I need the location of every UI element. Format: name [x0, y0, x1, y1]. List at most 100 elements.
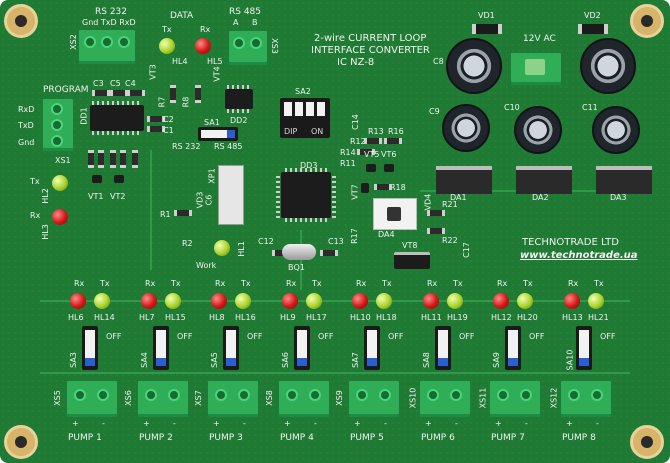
terminal-screw: [497, 389, 509, 401]
power-connector[interactable]: [510, 52, 562, 86]
transistor-vt6: [384, 164, 394, 172]
channel-tx-led: [447, 293, 463, 309]
channel-switch[interactable]: [576, 326, 592, 370]
channel-terminal[interactable]: [489, 380, 541, 418]
hl1-label: HL1: [236, 241, 246, 257]
vt6-label: VT6: [381, 150, 397, 159]
data-tx-label: Tx: [162, 25, 172, 34]
r21-label: R21: [442, 200, 458, 209]
channel-tx-label: Tx: [100, 279, 110, 288]
sa1-label: SA1: [204, 118, 220, 127]
sa2-dip-switch[interactable]: [280, 98, 330, 138]
c3-label: C3: [93, 79, 104, 88]
vt1-label: VT1: [88, 192, 104, 201]
channel-xs-label: XS12: [549, 387, 559, 409]
vt3-label: VT3: [148, 64, 158, 80]
r7-label: R7: [157, 96, 167, 108]
data-rx-led: [195, 38, 211, 54]
terminal-screw: [591, 389, 603, 401]
channel-hl-tx-label: HL19: [447, 313, 468, 322]
channel-rx-led: [493, 293, 509, 309]
sel-485-label: RS 485: [214, 142, 243, 151]
channel-rx-led: [352, 293, 368, 309]
resistor-r12: [364, 138, 382, 144]
title-line2: INTERFACE CONVERTER: [311, 45, 430, 56]
mount-hole-top-right: [630, 4, 664, 38]
switch-actuator: [226, 358, 236, 366]
capacitor-c1: [147, 126, 165, 132]
resistor-r22: [427, 228, 445, 234]
channel-terminal[interactable]: [278, 380, 330, 418]
hl4-label: HL4: [172, 57, 188, 66]
channel-switch[interactable]: [294, 326, 310, 370]
channel-terminal[interactable]: [66, 380, 118, 418]
r16-label: R16: [388, 127, 404, 136]
rs232-connector[interactable]: [78, 29, 136, 65]
resistor-r8: [195, 85, 201, 103]
trace: [300, 230, 302, 290]
transistor-vt1: [92, 175, 102, 183]
channel-off-label: OFF: [388, 332, 404, 341]
channel-xs-label: XS11: [478, 387, 488, 409]
regulator-da1: [436, 166, 492, 194]
channel-switch[interactable]: [364, 326, 380, 370]
channel-terminal[interactable]: [560, 380, 612, 418]
channel-tx-label: Tx: [382, 279, 392, 288]
channel-sa-label: SA3: [68, 352, 78, 368]
terminal-screw: [309, 389, 321, 401]
dd3-pins-right: [332, 176, 336, 218]
channel-plus-label: +: [566, 419, 573, 428]
capacitor-c13: [320, 250, 338, 256]
vt7-label: VT7: [350, 184, 360, 200]
channel-xs-label: XS6: [123, 390, 133, 406]
resistor-r7: [170, 85, 176, 103]
channel-tx-led: [165, 293, 181, 309]
mount-hole-top-left: [4, 4, 38, 38]
terminal-screw: [238, 389, 250, 401]
channel-hl-rx-label: HL8: [209, 313, 225, 322]
hl5-label: HL5: [207, 57, 223, 66]
rs485-a-label: A: [233, 18, 239, 27]
channel-minus-label: -: [525, 419, 528, 428]
channel-xs-label: XS10: [408, 387, 418, 409]
channel-switch[interactable]: [82, 326, 98, 370]
r14-label: R14: [340, 148, 356, 157]
sa1-switch[interactable]: [198, 127, 238, 141]
resistor-group: [98, 150, 104, 168]
channel-off-label: OFF: [459, 332, 475, 341]
program-connector[interactable]: [42, 98, 74, 152]
channel-tx-led: [235, 293, 251, 309]
channel-xs-label: XS9: [334, 390, 344, 406]
channel-sa-label: SA4: [139, 352, 149, 368]
rs485-connector[interactable]: [228, 30, 268, 66]
channel-plus-label: +: [425, 419, 432, 428]
chip-dd1: [90, 105, 144, 131]
channel-rx-label: Rx: [356, 279, 367, 288]
channel-rx-led: [282, 293, 298, 309]
terminal-screw: [74, 389, 86, 401]
diode-vd2: [578, 24, 608, 34]
r11-label: R11: [340, 159, 356, 168]
channel-terminal[interactable]: [348, 380, 400, 418]
switch-lever: [226, 330, 236, 360]
channel-terminal[interactable]: [207, 380, 259, 418]
channel-tx-label: Tx: [312, 279, 322, 288]
channel-sa-label: SA5: [209, 352, 219, 368]
channel-switch[interactable]: [153, 326, 169, 370]
resistor-group: [132, 150, 138, 168]
c4-label: C4: [125, 79, 136, 88]
channel-switch[interactable]: [505, 326, 521, 370]
channel-plus-label: +: [495, 419, 502, 428]
xp1-header[interactable]: [218, 165, 244, 225]
data-rx-label: Rx: [200, 25, 211, 34]
channel-rx-led: [70, 293, 86, 309]
channel-terminal[interactable]: [419, 380, 471, 418]
c13-label: C13: [328, 237, 344, 246]
on-label: ON: [311, 127, 324, 136]
channel-hl-tx-label: HL15: [165, 313, 186, 322]
capacitor-c7: [580, 38, 636, 94]
dd3-pins-top: [285, 168, 327, 172]
channel-switch[interactable]: [435, 326, 451, 370]
channel-terminal[interactable]: [137, 380, 189, 418]
channel-switch[interactable]: [223, 326, 239, 370]
